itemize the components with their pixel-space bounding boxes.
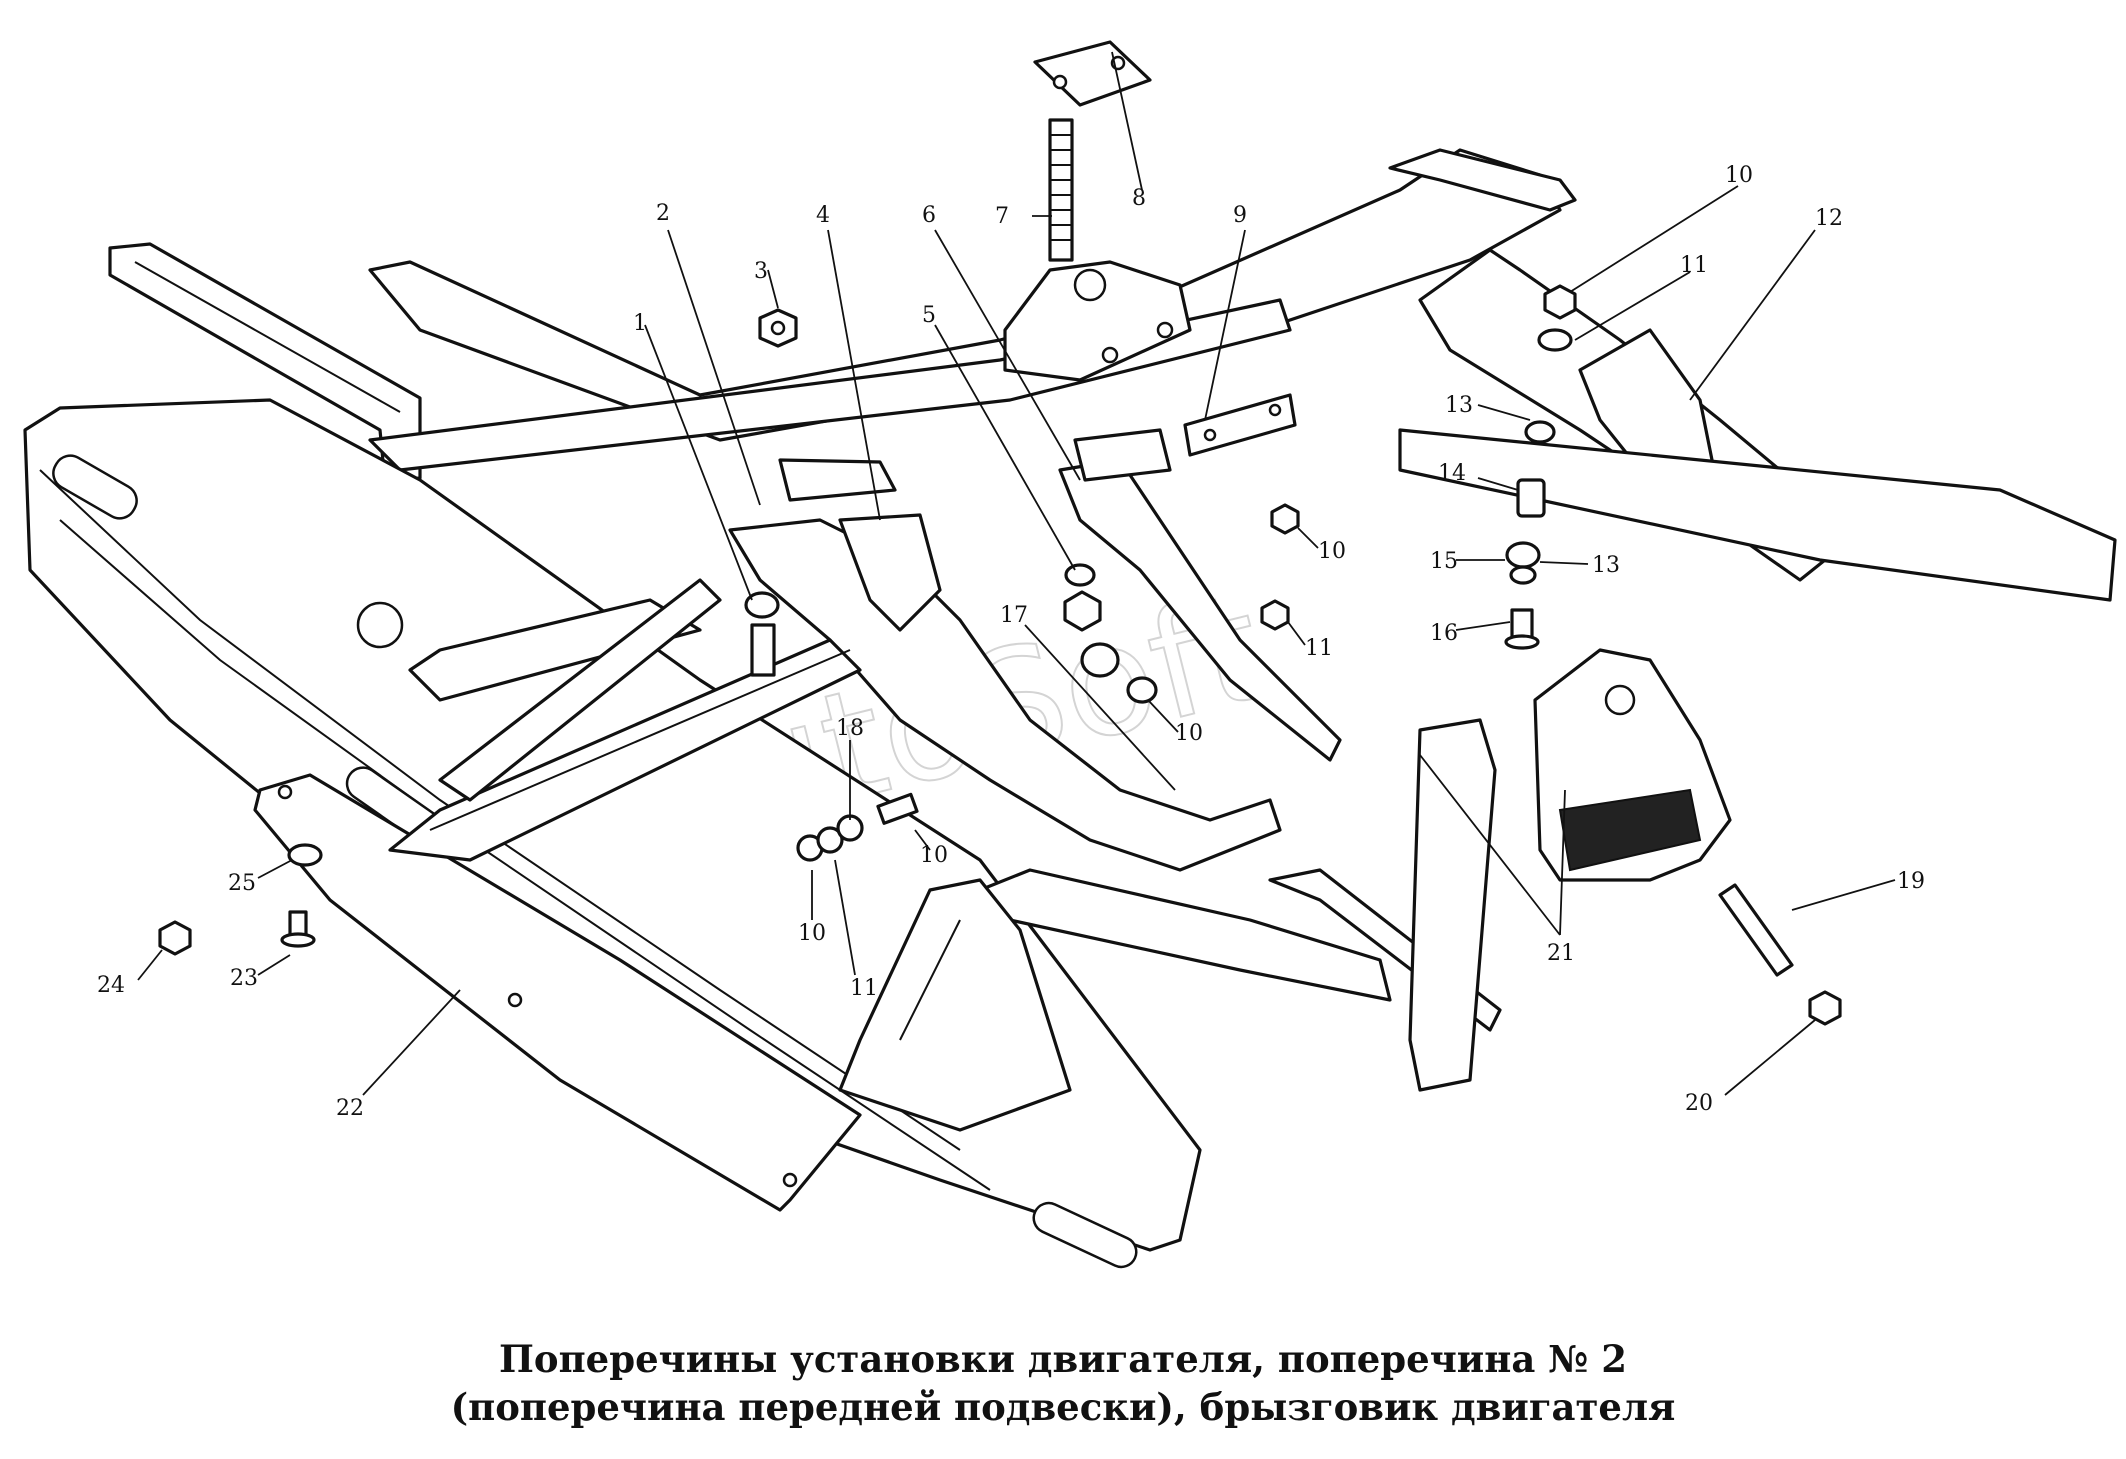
callout-11-bottom: 11 xyxy=(850,976,878,1001)
callout-21: 21 xyxy=(1547,941,1575,966)
lower-front-crossmember xyxy=(978,868,1392,1002)
callout-14: 14 xyxy=(1438,461,1466,486)
callout-16: 16 xyxy=(1430,621,1458,646)
caption-line-2: (поперечина передней подвески), брызгови… xyxy=(450,1385,1676,1429)
callout-4: 4 xyxy=(816,203,830,228)
callout-22: 22 xyxy=(336,1096,364,1121)
callout-2: 2 xyxy=(656,201,670,226)
callout-23: 23 xyxy=(230,966,258,991)
callout-17: 17 xyxy=(1000,603,1028,628)
callout-10-top: 10 xyxy=(1725,163,1753,188)
callout-24: 24 xyxy=(97,973,125,998)
callout-12: 12 xyxy=(1815,206,1843,231)
caption-line-1: Поперечины установки двигателя, поперечи… xyxy=(498,1337,1628,1381)
callout-8: 8 xyxy=(1132,186,1146,211)
callout-20: 20 xyxy=(1685,1091,1713,1116)
frame-drawing xyxy=(23,148,2117,1269)
front-crossbeam xyxy=(23,398,1202,1252)
callout-1: 1 xyxy=(633,311,647,336)
callout-10-centre: 10 xyxy=(1175,721,1203,746)
callout-11-top: 11 xyxy=(1680,253,1708,278)
callout-11-mid: 11 xyxy=(1305,636,1333,661)
upper-rear-rail-right xyxy=(1388,148,1577,212)
fasteners xyxy=(158,40,1842,1026)
callout-7: 7 xyxy=(995,204,1009,229)
mount-plate-icon xyxy=(1033,40,1152,107)
callout-9: 9 xyxy=(1233,203,1247,228)
front-bracket xyxy=(838,878,1072,1132)
callout-3: 3 xyxy=(754,259,768,284)
callout-6: 6 xyxy=(922,203,936,228)
diagram-caption: Поперечины установки двигателя, поперечи… xyxy=(0,1335,2126,1431)
leader-lines xyxy=(137,51,1896,1096)
callout-10-lower: 10 xyxy=(920,843,948,868)
callout-5: 5 xyxy=(922,303,936,328)
callout-13-upper: 13 xyxy=(1445,393,1473,418)
callout-labels: 8 7 3 1 2 4 5 6 9 10 11 12 13 14 15 13 1… xyxy=(97,163,1925,1121)
callout-19: 19 xyxy=(1897,869,1925,894)
right-engine-mount-arm xyxy=(1058,458,1342,762)
callout-10-mid: 10 xyxy=(1318,539,1346,564)
callout-10-bottom: 10 xyxy=(798,921,826,946)
callout-18: 18 xyxy=(836,716,864,741)
callout-25: 25 xyxy=(228,871,256,896)
callout-15: 15 xyxy=(1430,549,1458,574)
callout-13-lower: 13 xyxy=(1592,553,1620,578)
